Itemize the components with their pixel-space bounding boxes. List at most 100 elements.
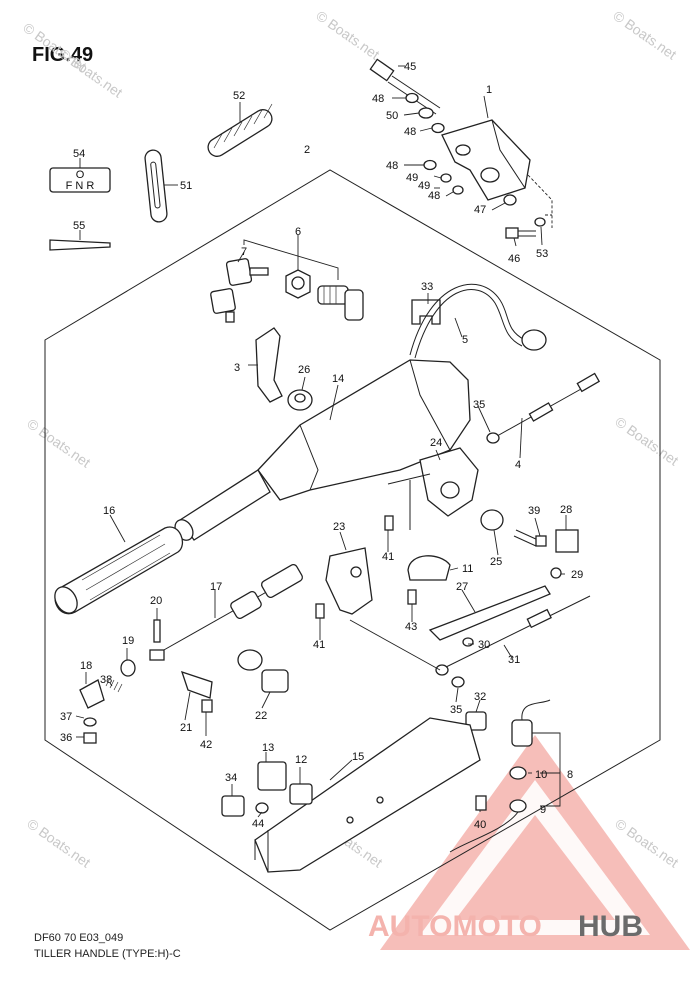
part-7-key-switch xyxy=(210,258,269,323)
part-14-tiller-housing xyxy=(257,359,471,501)
callout-43: 43 xyxy=(405,621,417,633)
sensor-bracket-leader xyxy=(532,732,561,807)
part-10-nut xyxy=(509,766,527,780)
callout-5: 5 xyxy=(462,334,468,346)
part-16-grip xyxy=(54,469,271,615)
callout-34: 34 xyxy=(225,772,237,784)
rod-leader xyxy=(349,619,441,671)
callout-52: 52 xyxy=(233,90,245,102)
callout-47: 47 xyxy=(474,204,486,216)
callout-46: 46 xyxy=(508,253,520,265)
callout-16: 16 xyxy=(103,505,115,517)
site-watermark: © Boats.net xyxy=(313,7,382,62)
part-6-nut-and-switch xyxy=(285,269,364,321)
callout-49-a: 49 xyxy=(406,172,418,184)
callout-51: 51 xyxy=(180,180,192,192)
callout-11: 11 xyxy=(462,563,473,575)
part-34-clip xyxy=(221,795,245,817)
callout-9: 9 xyxy=(540,804,546,816)
part-19-collar xyxy=(120,659,136,677)
callout-4: 4 xyxy=(515,459,521,471)
callout-21: 21 xyxy=(180,722,192,734)
callout-41-left: 41 xyxy=(313,639,325,651)
callout-1: 1 xyxy=(486,84,492,96)
part-36-bolt xyxy=(83,732,97,744)
part-12-switch xyxy=(289,783,313,805)
part-55-pointer xyxy=(49,239,111,251)
callout-17: 17 xyxy=(210,581,222,593)
part-11-cap xyxy=(407,555,451,581)
part-18-knob xyxy=(79,679,105,709)
part-30-washer xyxy=(462,637,474,647)
part-37-washer xyxy=(83,717,97,727)
callout-40: 40 xyxy=(474,819,486,831)
part-13-holder xyxy=(257,761,287,791)
callout-54: 54 xyxy=(73,148,85,160)
callout-29: 29 xyxy=(571,569,583,581)
callout-48-a: 48 xyxy=(372,93,384,105)
callout-33: 33 xyxy=(421,281,433,293)
leader-lines xyxy=(75,65,567,818)
label-plate-top: O xyxy=(76,169,85,181)
callout-44: 44 xyxy=(252,818,264,830)
part-51-slotted-strip xyxy=(144,149,168,223)
assembly-frame xyxy=(44,169,661,931)
callout-48-b: 48 xyxy=(404,126,416,138)
callout-37: 37 xyxy=(60,711,72,723)
brand-wordmark-primary: AUTOMOTO xyxy=(368,910,542,943)
callout-32: 32 xyxy=(474,691,486,703)
site-watermark: © Boats.net xyxy=(610,7,679,62)
callout-53: 53 xyxy=(536,248,548,260)
callout-2: 2 xyxy=(304,144,310,156)
callout-35-upper: 35 xyxy=(473,399,485,411)
label-plate-bottom: F N R xyxy=(66,180,95,192)
callout-38: 38 xyxy=(100,674,112,686)
callout-13: 13 xyxy=(262,742,274,754)
part-23-bracket xyxy=(325,547,373,615)
callout-25: 25 xyxy=(490,556,502,568)
callout-3: 3 xyxy=(234,362,240,374)
part-1-bracket xyxy=(441,119,531,201)
site-watermark: © Boats.net xyxy=(612,413,681,468)
part-9-wire-harness xyxy=(449,799,527,853)
part-28-plate xyxy=(555,529,579,553)
callout-24: 24 xyxy=(430,437,442,449)
callout-31: 31 xyxy=(508,654,520,666)
callout-12: 12 xyxy=(295,754,307,766)
callout-41-right: 41 xyxy=(382,551,394,563)
callout-8: 8 xyxy=(567,769,573,781)
figure-caption: TILLER HANDLE (TYPE:H)-C xyxy=(34,948,181,960)
part-21-clamp xyxy=(180,670,213,699)
bracket-leader-dashed xyxy=(527,174,553,228)
callout-28: 28 xyxy=(560,504,572,516)
part-29-ball xyxy=(550,567,562,579)
callout-numbers: 1 2 3 4 5 6 7 8 9 10 11 12 13 14 15 16 1… xyxy=(60,61,583,831)
part-39-bolt xyxy=(513,529,547,547)
callout-6: 6 xyxy=(295,226,301,238)
callout-30: 30 xyxy=(478,639,490,651)
callout-48-c: 48 xyxy=(386,160,398,172)
site-watermark: © Boats.net xyxy=(24,815,93,870)
part-17-shift-rod xyxy=(149,564,304,661)
part-40-bolt xyxy=(475,795,487,811)
callout-45: 45 xyxy=(404,61,416,73)
part-25-grommet xyxy=(480,509,504,531)
brand-logo-triangle xyxy=(380,735,690,950)
brand-triangle-core xyxy=(455,815,615,920)
callout-10: 10 xyxy=(535,769,547,781)
part-42-bolt xyxy=(201,699,213,713)
callout-15: 15 xyxy=(352,751,364,763)
brand-wordmark-secondary: HUB xyxy=(578,910,643,943)
callout-18: 18 xyxy=(80,660,92,672)
part-26-bushing xyxy=(287,389,313,411)
callout-50: 50 xyxy=(386,110,398,122)
part-15-bracket-plate xyxy=(254,717,481,873)
callout-7: 7 xyxy=(241,246,247,258)
callout-23: 23 xyxy=(333,521,345,533)
figure-title: FIG.49 xyxy=(32,44,94,66)
callout-26: 26 xyxy=(298,364,310,376)
part-8-sensor xyxy=(511,699,551,747)
part-52-grip-sleeve xyxy=(207,103,273,157)
